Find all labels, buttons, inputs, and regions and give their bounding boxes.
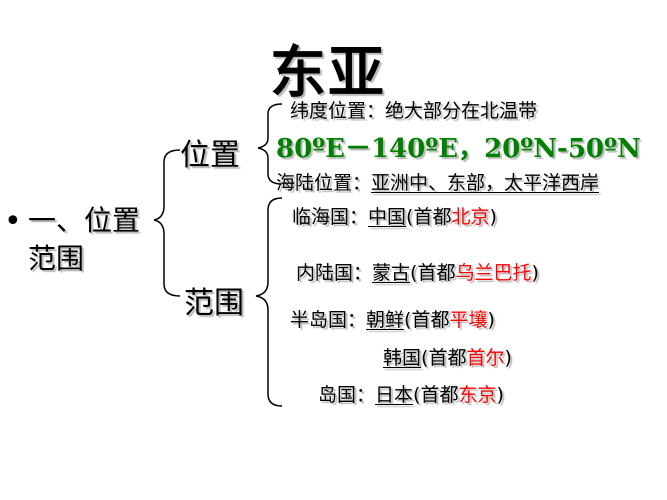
country-name: 朝鲜	[366, 309, 405, 331]
capital-label: 首都	[411, 309, 450, 331]
paren-close: )	[487, 309, 495, 331]
country-name: 中国	[368, 206, 407, 228]
paren-open: (	[421, 347, 429, 369]
capital-label: 首都	[417, 262, 456, 284]
country-category: 岛国：	[318, 384, 376, 406]
paren-close: )	[496, 384, 504, 406]
capital-label: 首都	[420, 384, 459, 406]
country-row: 半岛国：朝鲜(首都平壤)	[290, 305, 495, 332]
country-name: 日本	[375, 384, 414, 406]
capital-name: 平壤	[449, 309, 488, 331]
country-category: 临海国：	[292, 206, 369, 228]
branch-position-label: 位置	[180, 138, 240, 173]
capital-label: 首都	[428, 347, 467, 369]
country-name: 蒙古	[372, 262, 411, 284]
capital-label: 首都	[413, 206, 452, 228]
latitude-label: 纬度位置：	[290, 100, 386, 122]
sea-land-row: 海陆位置：亚洲中、东部，太平洋西岸	[276, 168, 599, 195]
country-row: 内陆国：蒙古(首都乌兰巴托)	[296, 258, 539, 285]
country-row: 韩国(首都首尔)	[383, 343, 512, 370]
latitude-value: 绝大部分在北温带	[385, 100, 538, 122]
paren-open: (	[406, 206, 414, 228]
page-title: 东亚	[270, 41, 386, 106]
country-row: 临海国：中国(首都北京)	[292, 202, 497, 229]
sea-land-label: 海陆位置：	[276, 172, 372, 194]
section-heading-line1: 一、位置	[28, 204, 141, 237]
country-name: 韩国	[383, 347, 422, 369]
paren-open: (	[410, 262, 418, 284]
position-bracket	[257, 103, 283, 185]
capital-name: 东京	[458, 384, 497, 406]
paren-open: (	[404, 309, 412, 331]
range-bracket	[255, 197, 283, 407]
bullet-dot: •	[4, 204, 22, 239]
paren-close: )	[489, 206, 497, 228]
country-row: 岛国：日本(首都东京)	[318, 380, 504, 407]
section-heading: 一、位置 范围	[28, 202, 178, 278]
section-heading-line2: 范围	[28, 242, 85, 275]
paren-close: )	[531, 262, 539, 284]
coordinates-text: 80ºE－140ºE，20ºN-50ºN	[276, 134, 641, 164]
country-category: 内陆国：	[296, 262, 373, 284]
branch-range-label: 范围	[184, 286, 244, 321]
capital-name: 北京	[451, 206, 490, 228]
sea-land-value: 亚洲中、东部，太平洋西岸	[371, 172, 600, 194]
capital-name: 首尔	[466, 347, 505, 369]
paren-open: (	[413, 384, 421, 406]
capital-name: 乌兰巴托	[455, 262, 532, 284]
country-category: 半岛国：	[290, 309, 367, 331]
paren-close: )	[504, 347, 512, 369]
latitude-row: 纬度位置：绝大部分在北温带	[290, 96, 537, 123]
main-bracket	[153, 149, 181, 297]
